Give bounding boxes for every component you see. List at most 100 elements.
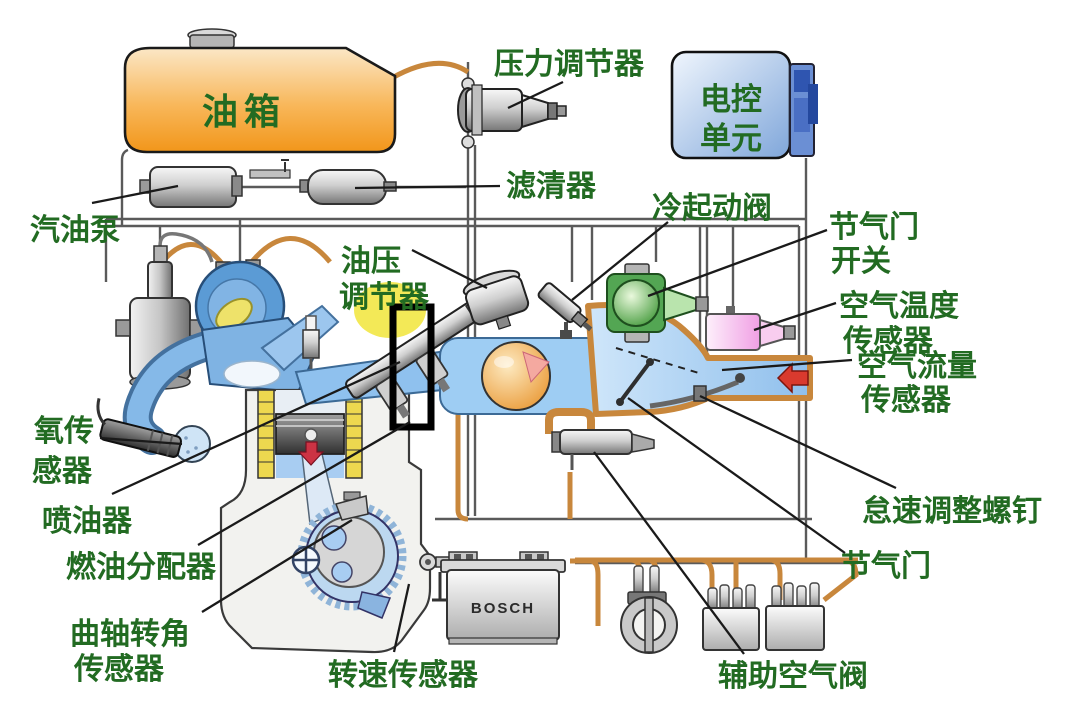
label-oil-pressure-regulator-line1: 油压 [341, 245, 401, 278]
switch-cone [663, 286, 697, 322]
cylinder-wall-fins [258, 401, 362, 463]
battery-stand [432, 572, 448, 602]
label-crank-angle-sensor-line2: 传感器 [73, 653, 165, 686]
throttle-shaft-end-2 [646, 358, 654, 366]
terminal-detail [454, 554, 461, 562]
temp-sensor-connector [783, 325, 796, 340]
oxygen-sensor-body [99, 418, 182, 458]
tank-cap [189, 34, 235, 49]
tank-body [123, 46, 397, 154]
speckle [184, 436, 188, 440]
leader-air-temp-sensor [753, 301, 837, 332]
aux-valve-cone [631, 433, 655, 453]
battery-elbow-pipe [570, 558, 601, 626]
label-air-flow-sensor-line2: 传感器 [860, 384, 952, 417]
label-fuel-pump: 汽油泵 [30, 214, 120, 247]
plug-body [302, 329, 320, 359]
ecu-connector-slot-1 [794, 70, 810, 92]
regulator-tip [556, 105, 567, 117]
label-throttle: 节气门 [841, 550, 931, 583]
throttle-switch-component [606, 263, 709, 343]
temp-sensor-bolt [726, 306, 735, 316]
plenum-fitting-bolt [560, 330, 572, 339]
battery-foot [448, 637, 558, 645]
pipe-joint-2 [461, 135, 475, 149]
label-crank-angle-sensor-line1: 曲轴转角 [70, 618, 190, 651]
leader-oil-pressure-regulator [411, 248, 488, 290]
fuel-tank [123, 28, 397, 154]
ecu-unit [670, 50, 818, 160]
injector-2-nozzle [436, 377, 451, 393]
terminal-detail [537, 554, 544, 562]
air-temp-sensor-component [705, 306, 796, 351]
tank-outlet-hose [390, 60, 470, 81]
oxygen-sensor-cable [96, 398, 107, 426]
switch-ball [612, 279, 660, 327]
aux-valve-u-pipe [545, 408, 595, 434]
label-cold-start-valve: 冷起动阀 [652, 192, 772, 225]
label-throttle-switch-line2: 开关 [831, 245, 891, 278]
cylinder-wall-left [257, 389, 275, 479]
ecu-connector-slot-2 [794, 98, 810, 132]
pump-outlet [231, 175, 243, 197]
wrist-pin [304, 428, 318, 442]
relay-box-1 [702, 584, 760, 651]
throttle-shaft-end-1 [616, 398, 624, 406]
relay2-body [765, 605, 825, 651]
piston-rings [276, 419, 344, 427]
speckle [194, 446, 198, 450]
airflow-dashed-line [615, 347, 703, 375]
fuel-hose-arc-right [248, 236, 332, 266]
injector-highlight-box [389, 303, 435, 431]
label-fuel-filter: 滤清器 [506, 170, 597, 203]
flap-pivot [735, 373, 745, 383]
throttle-plate [618, 360, 652, 404]
ring-pin-2 [649, 565, 660, 595]
oil-pressure-regulator-component [462, 269, 530, 330]
ring-component [620, 565, 678, 654]
leader-idle-screw [699, 394, 897, 490]
gear-hole-1 [321, 525, 347, 551]
regulator-flange [471, 84, 483, 136]
leader-pressure-regulator [507, 80, 564, 110]
opr-nipple [495, 315, 512, 330]
battery-hook-pin [425, 559, 431, 565]
relay-box-2 [765, 582, 825, 651]
relay1-pin [719, 584, 730, 611]
label-throttle-switch-line1: 节气门 [829, 211, 919, 244]
terminal-detail [466, 554, 473, 562]
leader-injector [111, 360, 401, 496]
label-aux-air-valve: 辅助空气阀 [718, 660, 868, 693]
aux-valve-body [559, 429, 633, 455]
battery: BOSCH [419, 551, 566, 645]
relay1-wire-1 [699, 557, 715, 600]
injector-1-nozzle [396, 404, 410, 419]
label-oxygen-sensor-line1: 氧传 [34, 415, 94, 448]
intake-port-runner [260, 304, 340, 372]
crank-angle-sensor-body [335, 495, 369, 521]
relay2-wire-1 [769, 557, 783, 600]
leader-throttle-switch [647, 228, 828, 298]
fuel-pump [139, 159, 291, 208]
fuel-rail-assembly [345, 269, 530, 431]
leader-air-flow-sensor [721, 358, 853, 372]
combustion-chamber [223, 360, 281, 388]
label-oxygen-sensor-line2: 感器 [32, 455, 93, 488]
leader-fuel-pump [91, 184, 179, 205]
plenum-sphere [481, 341, 551, 411]
cold-valve-nozzle [582, 321, 593, 332]
coil-lug-left [115, 319, 131, 337]
coil-ht-wire [158, 232, 214, 263]
regulator-collar [547, 102, 558, 120]
cold-start-valve-component [537, 282, 593, 332]
label-idle-adjust-screw: 怠速调整螺钉 [862, 494, 1042, 528]
relay1-pin [732, 587, 743, 611]
label-oil-pressure-regulator-line2: 调节器 [339, 281, 430, 314]
relay1-pin [745, 584, 756, 611]
speckle [186, 450, 190, 454]
label-fuel-distributor: 燃油分配器 [66, 551, 217, 584]
label-fuel-tank: 油箱 [202, 91, 286, 132]
tank-left-drop-wire [120, 148, 129, 226]
relay1-body [702, 607, 760, 651]
